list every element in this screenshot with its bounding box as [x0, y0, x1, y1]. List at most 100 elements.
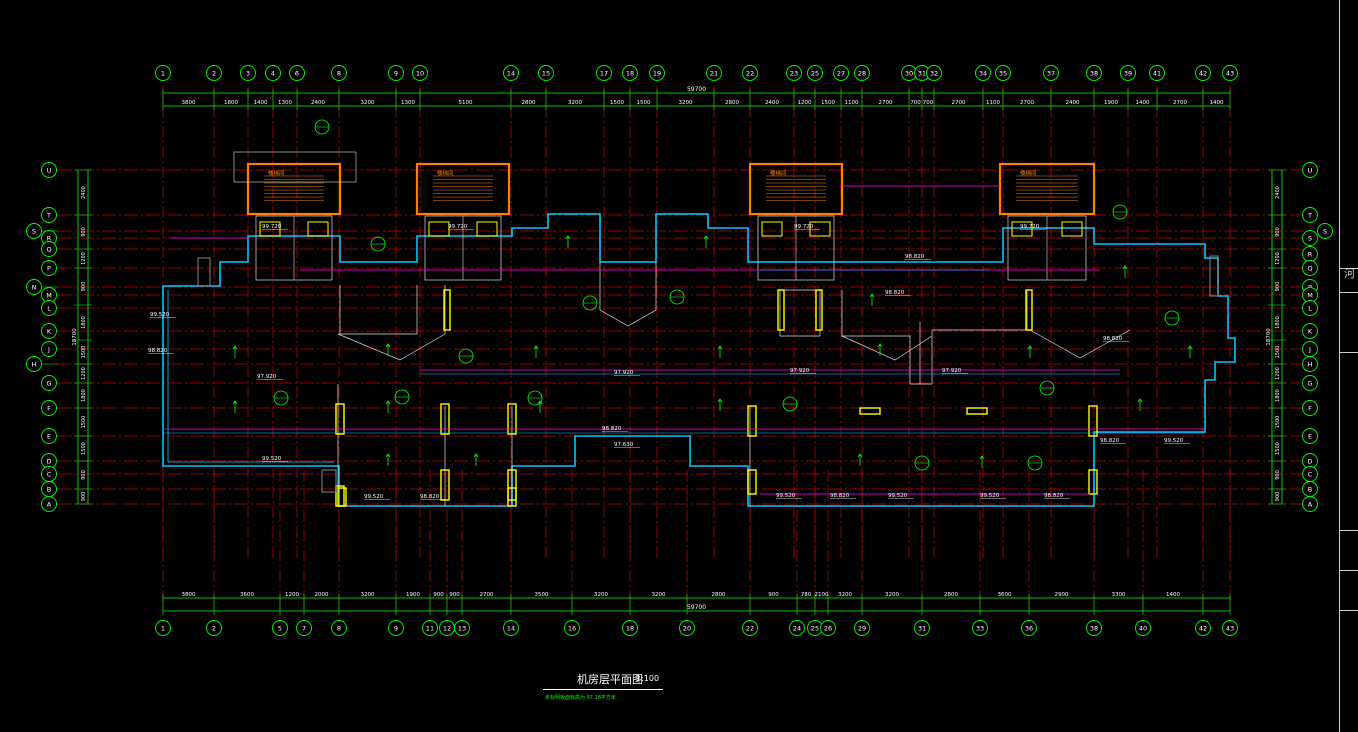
axis-bubble-bottom: 22 [742, 620, 758, 636]
axis-bubble-left: K [41, 323, 57, 339]
axis-bubble-label: 23 [790, 69, 798, 77]
axis-bubble-label: 9 [394, 624, 398, 632]
axis-bubble-circle [41, 428, 57, 444]
axis-bubble-bottom: 2 [206, 620, 222, 636]
axis-bubble-circle [388, 620, 404, 636]
axis-bubble-label: N [32, 283, 37, 291]
axis-bubble-label: 2 [212, 624, 216, 632]
axis-bubble-circle [926, 65, 942, 81]
axis-bubble-circle [1149, 65, 1165, 81]
dimension-label: 3600 [240, 592, 254, 598]
dimension-label: 3200 [568, 100, 582, 106]
slope-arrow [232, 345, 238, 358]
dimension-label: 1800 [1275, 389, 1281, 402]
axis-bubble-top: 3 [240, 65, 256, 81]
axis-bubble-circle [995, 65, 1011, 81]
balcony [197, 257, 211, 287]
dimension-label: 3200 [594, 592, 608, 598]
axis-bubble-label: 14 [507, 624, 515, 632]
axis-bubble-top: 15 [538, 65, 554, 81]
title-block-cell [1340, 570, 1358, 611]
dimension-label: 3200 [361, 100, 375, 106]
axis-bubble-label: C [1308, 470, 1313, 478]
core-column [476, 221, 498, 237]
axis-bubble-circle [26, 356, 42, 372]
dimension-label: 3200 [679, 100, 693, 106]
axis-bubble-top: 19 [649, 65, 665, 81]
axis-bubble-right: F [1302, 400, 1318, 416]
axis-bubble-top: 18 [622, 65, 638, 81]
dimension-label: 1300 [278, 100, 292, 106]
axis-bubble-circle [1195, 65, 1211, 81]
core-column [259, 221, 281, 237]
axis-bubble-bottom: 7 [296, 620, 312, 636]
axis-bubble-top: 6 [289, 65, 305, 81]
axis-bubble-circle [206, 620, 222, 636]
elevation-label: 99.520 [150, 312, 170, 318]
axis-bubble-label: 38 [1090, 624, 1098, 632]
interior-wall [337, 333, 446, 361]
axis-bubble-label: 13 [458, 624, 466, 632]
axis-bubble-label: M [46, 291, 52, 299]
axis-bubble-top: 42 [1195, 65, 1211, 81]
dimension-label: 900 [1275, 470, 1281, 480]
dimension-label: 1800 [1275, 316, 1281, 329]
axis-bubble-label: 31 [918, 69, 926, 77]
axis-bubble-circle [26, 223, 42, 239]
axis-bubble-label: 8 [337, 69, 341, 77]
axis-bubble-label: 21 [710, 69, 718, 77]
axis-bubble-right: B [1302, 481, 1318, 497]
axis-bubble-top: 9 [388, 65, 404, 81]
stair-core-wall [998, 162, 1096, 216]
dimension-label: 2400 [311, 100, 325, 106]
elevation-label: 98.820 [148, 348, 168, 354]
elevation-label: 98.820 [602, 426, 622, 432]
dimension-label: 780 [801, 592, 812, 598]
structural-column [443, 289, 451, 331]
core-column [428, 221, 450, 237]
axis-bubble-label: 3 [246, 69, 250, 77]
axis-bubble-label: 36 [1025, 624, 1033, 632]
axis-bubble-right: C [1302, 466, 1318, 482]
axis-bubble-circle [41, 207, 57, 223]
axis-bubble-label: 42 [1199, 69, 1207, 77]
axis-bubble-left: U [41, 162, 57, 178]
axis-bubble-label: 31 [918, 624, 926, 632]
elevation-label: 99.520 [364, 494, 384, 500]
structural-column [440, 469, 450, 501]
axis-bubble-top: 41 [1149, 65, 1165, 81]
axis-bubble-circle [854, 65, 870, 81]
title-block-frame: 河 [1339, 0, 1358, 732]
axis-bubble-circle [265, 65, 281, 81]
axis-bubble-label: S [1308, 234, 1312, 242]
axis-bubble-circle [1302, 323, 1318, 339]
stair-cores [197, 151, 1219, 493]
axis-bubble-top: 34 [975, 65, 991, 81]
axis-bubble-label: J [1308, 345, 1311, 353]
axis-bubble-circle [975, 65, 991, 81]
axis-bubble-top: 8 [331, 65, 347, 81]
elevation-label: 97.920 [942, 368, 962, 374]
axis-bubble-label: 9 [394, 69, 398, 77]
structural-column [859, 407, 881, 415]
axis-bubble-label: 27 [837, 69, 845, 77]
slope-arrow [1027, 345, 1033, 358]
structural-column [507, 403, 517, 435]
structural-column [337, 487, 347, 507]
axis-bubble-left: L [41, 300, 57, 316]
axis-bubble-circle [1086, 620, 1102, 636]
axis-bubble-circle [622, 620, 638, 636]
axis-bubble-top: 32 [926, 65, 942, 81]
dimension-label: 2800 [522, 100, 536, 106]
dimension-label: 3300 [1112, 592, 1126, 598]
axis-bubble-circle [41, 375, 57, 391]
axis-bubble-top: 27 [833, 65, 849, 81]
dimension-label: 1900 [406, 592, 420, 598]
interior-wall [841, 290, 1028, 385]
dimension-label: 1400 [1136, 100, 1150, 106]
title-block-cell: 河 [1340, 268, 1358, 293]
axis-bubble-bottom: 42 [1195, 620, 1211, 636]
dimension-label: 2100 [815, 592, 829, 598]
axis-bubble-label: F [47, 404, 51, 412]
axis-bubble-right: R [1302, 246, 1318, 262]
